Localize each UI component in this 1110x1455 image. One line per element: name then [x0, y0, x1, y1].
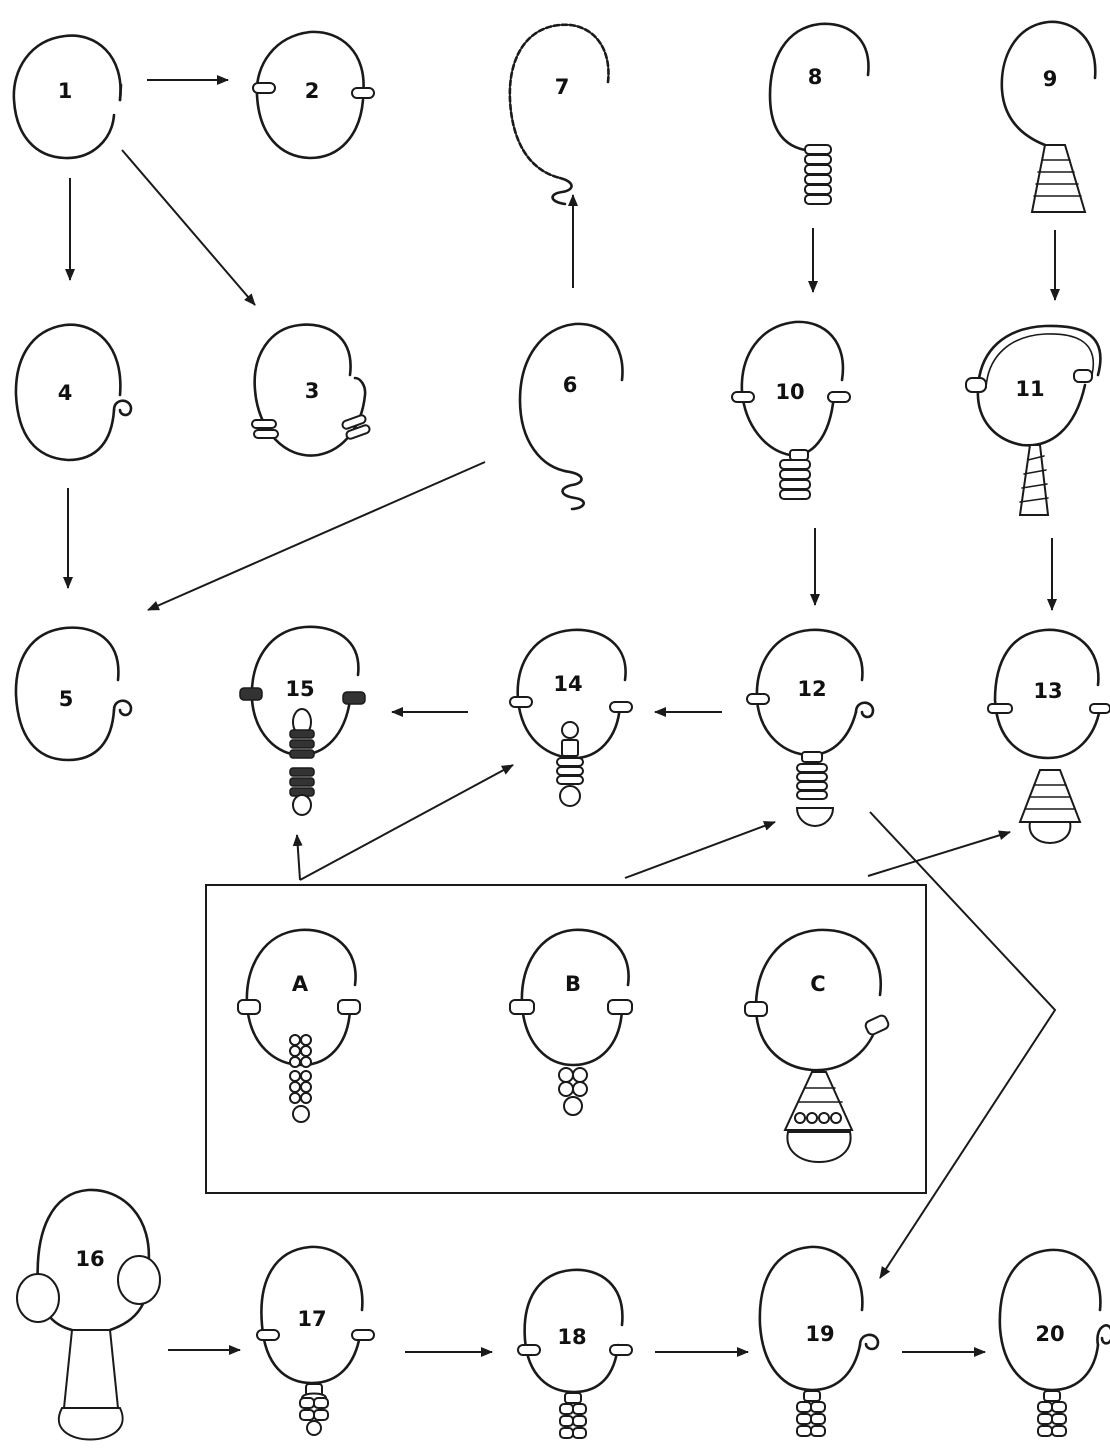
earring-17: 17 [256, 1245, 375, 1436]
earring-19: 19 [758, 1245, 880, 1437]
arrow-1-to-3 [121, 149, 256, 306]
earring-2: 2 [252, 30, 375, 160]
label-9: 9 [1043, 67, 1058, 91]
label-A: A [292, 972, 309, 996]
earring-14: 14 [509, 628, 633, 807]
label-12: 12 [797, 677, 826, 701]
label-3: 3 [305, 379, 320, 403]
group-box [205, 884, 927, 1194]
earring-C: C [744, 928, 890, 1163]
earring-12: 12 [746, 628, 875, 827]
arrow-12-to-19 [869, 811, 1057, 1279]
earring-10: 10 [731, 320, 851, 500]
arrow-box-to-12 [624, 821, 776, 879]
earring-13: 13 [987, 628, 1110, 844]
label-13: 13 [1033, 679, 1062, 703]
label-10: 10 [775, 380, 804, 404]
label-6: 6 [563, 373, 578, 397]
earring-20: 20 [998, 1248, 1110, 1437]
earring-18: 18 [517, 1268, 633, 1439]
earring-7: 7 [508, 23, 610, 206]
label-15: 15 [285, 677, 314, 701]
earring-16: 16 [16, 1188, 161, 1441]
earring-3: 3 [251, 323, 371, 457]
label-11: 11 [1015, 377, 1044, 401]
arrow-box-to-14 [299, 764, 514, 881]
label-16: 16 [75, 1247, 104, 1271]
earring-6: 6 [518, 322, 624, 511]
earring-B: B [509, 928, 633, 1116]
label-5: 5 [59, 687, 74, 711]
arrow-box-to-15 [292, 834, 303, 881]
label-4: 4 [58, 381, 73, 405]
earring-9: 9 [1000, 20, 1097, 213]
earring-1: 1 [12, 34, 123, 160]
label-8: 8 [808, 65, 823, 89]
label-C: C [810, 972, 825, 996]
label-B: B [565, 972, 581, 996]
label-14: 14 [553, 672, 582, 696]
label-19: 19 [805, 1322, 834, 1346]
earring-4: 4 [14, 323, 133, 462]
earring-11: 11 [965, 324, 1102, 516]
earring-5: 5 [14, 626, 133, 762]
earring-A: A [237, 928, 361, 1123]
earring-15: 15 [239, 625, 366, 816]
label-18: 18 [557, 1325, 586, 1349]
arrow-6-to-5 [147, 461, 486, 611]
earring-8: 8 [768, 22, 870, 205]
label-17: 17 [297, 1307, 326, 1331]
label-7: 7 [555, 75, 570, 99]
label-2: 2 [305, 79, 320, 103]
arrow-box-to-13 [867, 830, 1011, 877]
label-1: 1 [58, 79, 73, 103]
label-20: 20 [1035, 1322, 1064, 1346]
